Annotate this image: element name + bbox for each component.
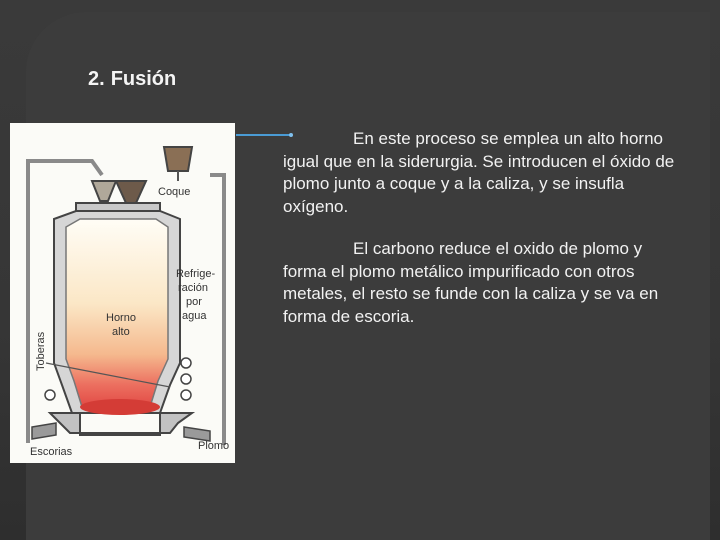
label-refrigeracion-3: por	[186, 296, 202, 308]
paragraph-2: El carbono reduce el oxido de plomo y fo…	[283, 239, 659, 326]
label-coque: Coque	[158, 186, 190, 198]
cooling-valve-2	[180, 373, 192, 385]
label-refrigeracion-4: agua	[182, 310, 207, 322]
molten-pool	[80, 399, 160, 415]
cooling-valve-1	[180, 357, 192, 369]
connector-dot	[289, 133, 293, 137]
slide-title: 2.Fusión	[88, 68, 176, 91]
blast-furnace-diagram: Coque Refrige- ración por agua Horno alt…	[10, 123, 235, 463]
furnace-top	[75, 202, 161, 212]
slide-body: En este proceso se emplea un alto horno …	[283, 128, 678, 348]
slide-title-text: Fusión	[110, 68, 177, 90]
furnace-base	[47, 412, 196, 436]
label-toberas: Toberas	[35, 331, 47, 371]
lead-outlet	[183, 426, 211, 442]
label-plomo: Plomo	[198, 440, 229, 452]
furnace-interior	[65, 218, 169, 408]
paragraph-1: En este proceso se emplea un alto horno …	[283, 129, 675, 216]
label-refrigeracion-2: ración	[178, 282, 208, 294]
coque-bucket	[162, 146, 194, 172]
hopper-right	[114, 180, 148, 204]
tuyere-pointer	[45, 362, 171, 388]
label-refrigeracion-1: Refrige-	[176, 268, 215, 280]
cooling-valve-3	[44, 389, 56, 401]
label-horno-2: alto	[112, 326, 130, 338]
label-horno-1: Horno	[106, 312, 136, 324]
slag-outlet	[31, 422, 57, 440]
water-pipe-right	[210, 173, 226, 445]
cooling-valve-4	[180, 389, 192, 401]
slide-title-number: 2.	[88, 68, 105, 90]
hopper-left	[90, 180, 118, 202]
label-escorias: Escorias	[30, 446, 73, 458]
connector-line	[236, 133, 293, 137]
blast-furnace-illustration: Coque Refrige- ración por agua Horno alt…	[26, 146, 229, 458]
water-pipe-left	[26, 159, 104, 443]
